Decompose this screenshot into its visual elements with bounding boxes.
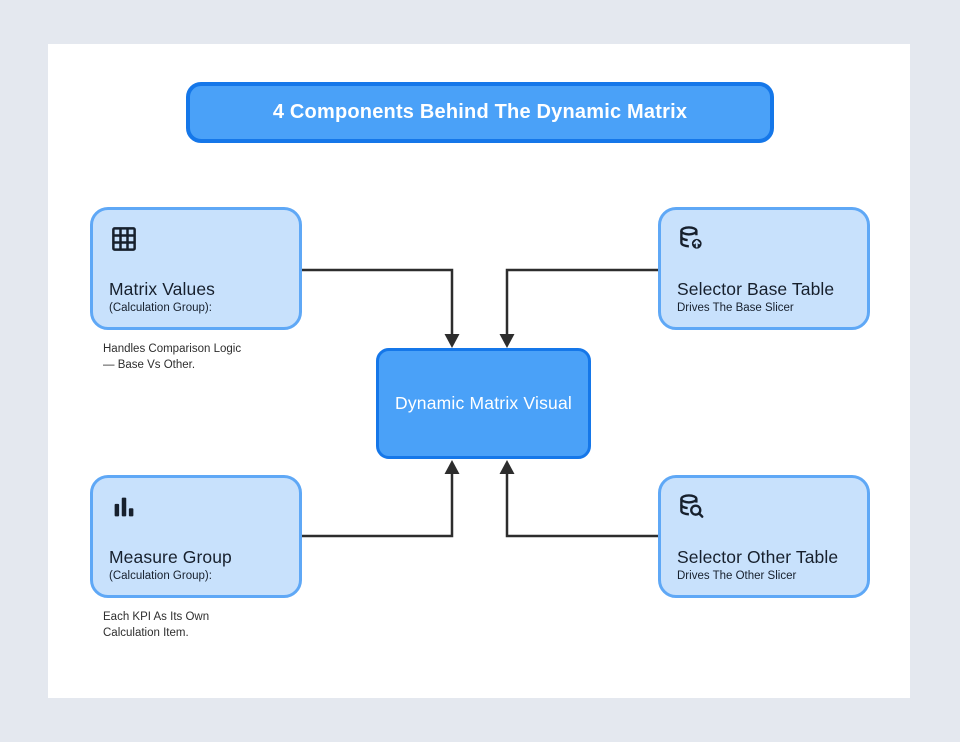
arrowhead-down-left [444,334,460,348]
center-node-label: Dynamic Matrix Visual [395,393,572,413]
node-subtitle: Drives The Other Slicer [677,569,797,582]
node-dynamic-matrix-visual: Dynamic Matrix Visual [376,348,591,459]
connector-selector-base-to-center [505,268,658,335]
arrowhead-down-right [499,334,515,348]
caption-measure-group: Each KPI As Its Own Calculation Item. [103,610,333,641]
table-grid-icon [109,224,139,254]
database-search-icon [677,492,707,522]
node-title: Measure Group [109,546,232,567]
node-title: Selector Other Table [677,546,839,567]
diagram-canvas: 4 Components Behind The Dynamic Matrix [48,44,910,698]
caption-line: Each KPI As Its Own [103,611,210,623]
caption-line: — Base Vs Other. [103,358,196,371]
node-subtitle: (Calculation Group): [109,569,212,582]
node-matrix-values: Matrix Values (Calculation Group): [90,207,302,330]
arrowhead-up-left [444,460,460,474]
connector-measure-group-to-center [302,473,454,538]
caption-matrix-values: Handles Comparison Logic — Base Vs Other… [103,342,333,373]
diagram-title: 4 Components Behind The Dynamic Matrix [272,101,688,123]
connector-selector-other-to-center [505,473,658,538]
diagram-title-box: 4 Components Behind The Dynamic Matrix [186,82,774,143]
node-selector-base-table: Selector Base Table Drives The Base Slic… [658,207,870,330]
caption-line: Calculation Item. [103,626,189,639]
node-measure-group: Measure Group (Calculation Group): [90,475,302,598]
bar-chart-icon [109,492,139,522]
node-subtitle: (Calculation Group): [109,301,212,314]
database-upload-icon [677,224,707,254]
node-title: Matrix Values [109,278,216,299]
connector-matrix-values-to-center [302,268,454,335]
caption-line: Handles Comparison Logic [103,343,242,355]
arrowhead-up-right [499,460,515,474]
node-title: Selector Base Table [677,278,835,299]
node-selector-other-table: Selector Other Table Drives The Other Sl… [658,475,870,598]
node-subtitle: Drives The Base Slicer [677,301,794,314]
